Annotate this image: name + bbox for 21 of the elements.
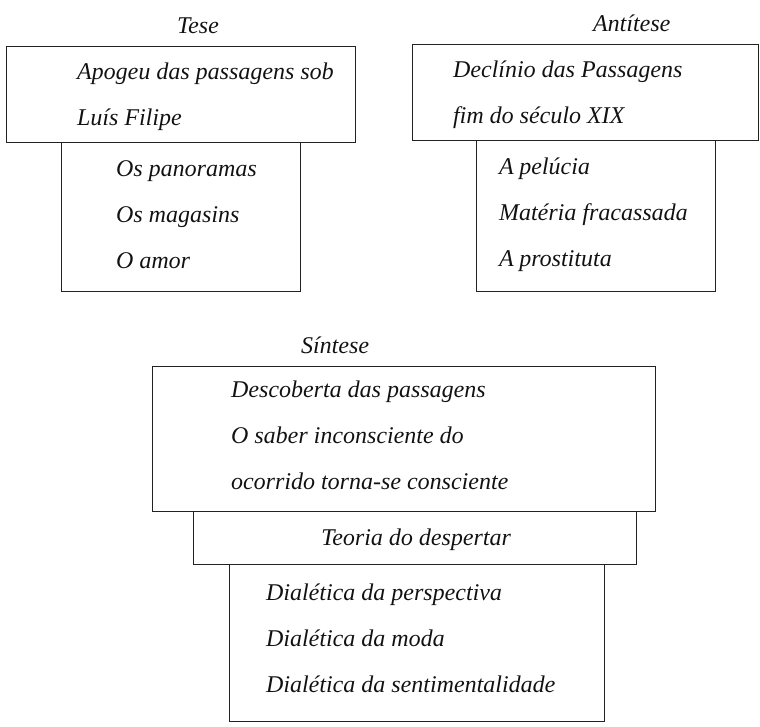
section-heading: Antítese [593, 10, 670, 39]
text-box [229, 564, 605, 722]
box-text: Declínio das Passagens fim do século XIX [453, 56, 684, 131]
section-heading: Tese [177, 12, 219, 41]
box-text: Os panoramas [116, 155, 258, 184]
box-text: Dialética da sentimentalidade [266, 671, 556, 700]
text-box [476, 140, 716, 292]
box-text: A prostituta [499, 245, 613, 274]
box-text: Dialética da moda [266, 625, 446, 654]
box-text: O saber inconsciente do ocorrido torna-se consciente [231, 422, 510, 497]
box-text: Teoria do despertar [320, 524, 512, 553]
box-text: Matéria fracassada [499, 199, 689, 228]
box-text: Dialética da perspectiva [266, 579, 503, 608]
text-box [61, 142, 301, 292]
box-text: Descoberta das passagens [231, 376, 487, 405]
box-text: A pelúcia [499, 153, 591, 182]
box-text: Apogeu das passagens sob Luís Filipe [77, 58, 335, 133]
section-heading: Síntese [301, 332, 369, 361]
box-text: Os magasins [116, 201, 240, 230]
text-box [193, 511, 637, 565]
box-text: O amor [116, 247, 192, 276]
